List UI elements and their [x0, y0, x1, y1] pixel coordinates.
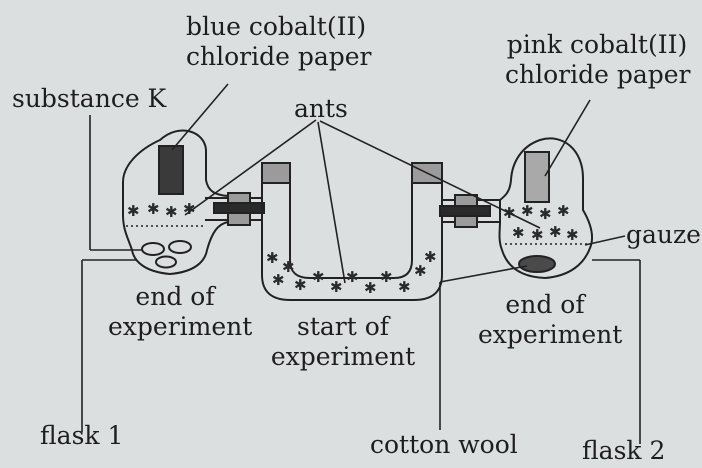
- label-end-left: end of experiment: [108, 282, 242, 342]
- u-tube-inner: [290, 182, 412, 278]
- ant-icon: ✱: [127, 202, 140, 220]
- label-blue-paper: blue cobalt(II) chloride paper: [186, 12, 362, 72]
- ant-icon: ✱: [272, 271, 285, 289]
- ant-icon: ✱: [266, 249, 279, 267]
- label-blue-paper-line1: blue cobalt(II): [186, 12, 362, 42]
- ant-icon: ✱: [549, 223, 562, 241]
- ant-icon: ✱: [424, 248, 437, 266]
- label-blue-paper-line2: chloride paper: [186, 42, 362, 72]
- substance-k-granule: [169, 241, 191, 253]
- ant-icon: ✱: [539, 205, 552, 223]
- substance-k-granule: [142, 243, 164, 255]
- leader-ants-3: [320, 121, 540, 228]
- ant-icon: ✱: [380, 268, 393, 286]
- ant-icon: ✱: [521, 202, 534, 220]
- ant-icon: ✱: [165, 203, 178, 221]
- pink-cobalt-paper: [525, 152, 549, 202]
- right-clamp: [440, 206, 490, 216]
- label-substance-k: substance K: [12, 84, 166, 114]
- ant-icon: ✱: [147, 200, 160, 218]
- ant-icon: ✱: [364, 279, 377, 297]
- ant-icon: ✱: [312, 268, 325, 286]
- u-tube-left-stopper: [262, 163, 290, 183]
- label-ants: ants: [294, 94, 348, 124]
- leader-blue-paper: [172, 84, 228, 150]
- label-end-left-line2: experiment: [108, 312, 242, 342]
- label-pink-paper: pink cobalt(II) chloride paper: [505, 30, 689, 90]
- cotton-wool: [519, 256, 555, 272]
- label-end-right-line1: end of: [478, 290, 612, 320]
- ant-icon: ✱: [531, 226, 544, 244]
- label-gauze: gauze: [626, 220, 701, 250]
- ant-icon: ✱: [512, 224, 525, 242]
- ant-icon: ✱: [294, 276, 307, 294]
- substance-k-granule: [156, 257, 176, 268]
- ant-icon: ✱: [330, 278, 343, 296]
- label-end-left-line1: end of: [108, 282, 242, 312]
- label-start: start of experiment: [270, 312, 416, 372]
- ant-icon: ✱: [557, 202, 570, 220]
- label-flask-1: flask 1: [40, 421, 123, 451]
- label-flask-2: flask 2: [582, 436, 665, 466]
- leader-ants-2: [318, 122, 345, 283]
- label-start-line2: experiment: [270, 342, 416, 372]
- label-end-right: end of experiment: [478, 290, 612, 350]
- ant-icon: ✱: [346, 268, 359, 286]
- label-start-line1: start of: [270, 312, 416, 342]
- blue-cobalt-paper: [159, 146, 183, 194]
- leader-cotton-wool-d: [440, 266, 527, 282]
- left-clamp: [214, 203, 264, 213]
- label-cotton-wool: cotton wool: [370, 430, 518, 460]
- ant-icon: ✱: [398, 278, 411, 296]
- label-pink-paper-line2: chloride paper: [505, 60, 689, 90]
- label-end-right-line2: experiment: [478, 320, 612, 350]
- ant-icon: ✱: [566, 226, 579, 244]
- label-pink-paper-line1: pink cobalt(II): [505, 30, 689, 60]
